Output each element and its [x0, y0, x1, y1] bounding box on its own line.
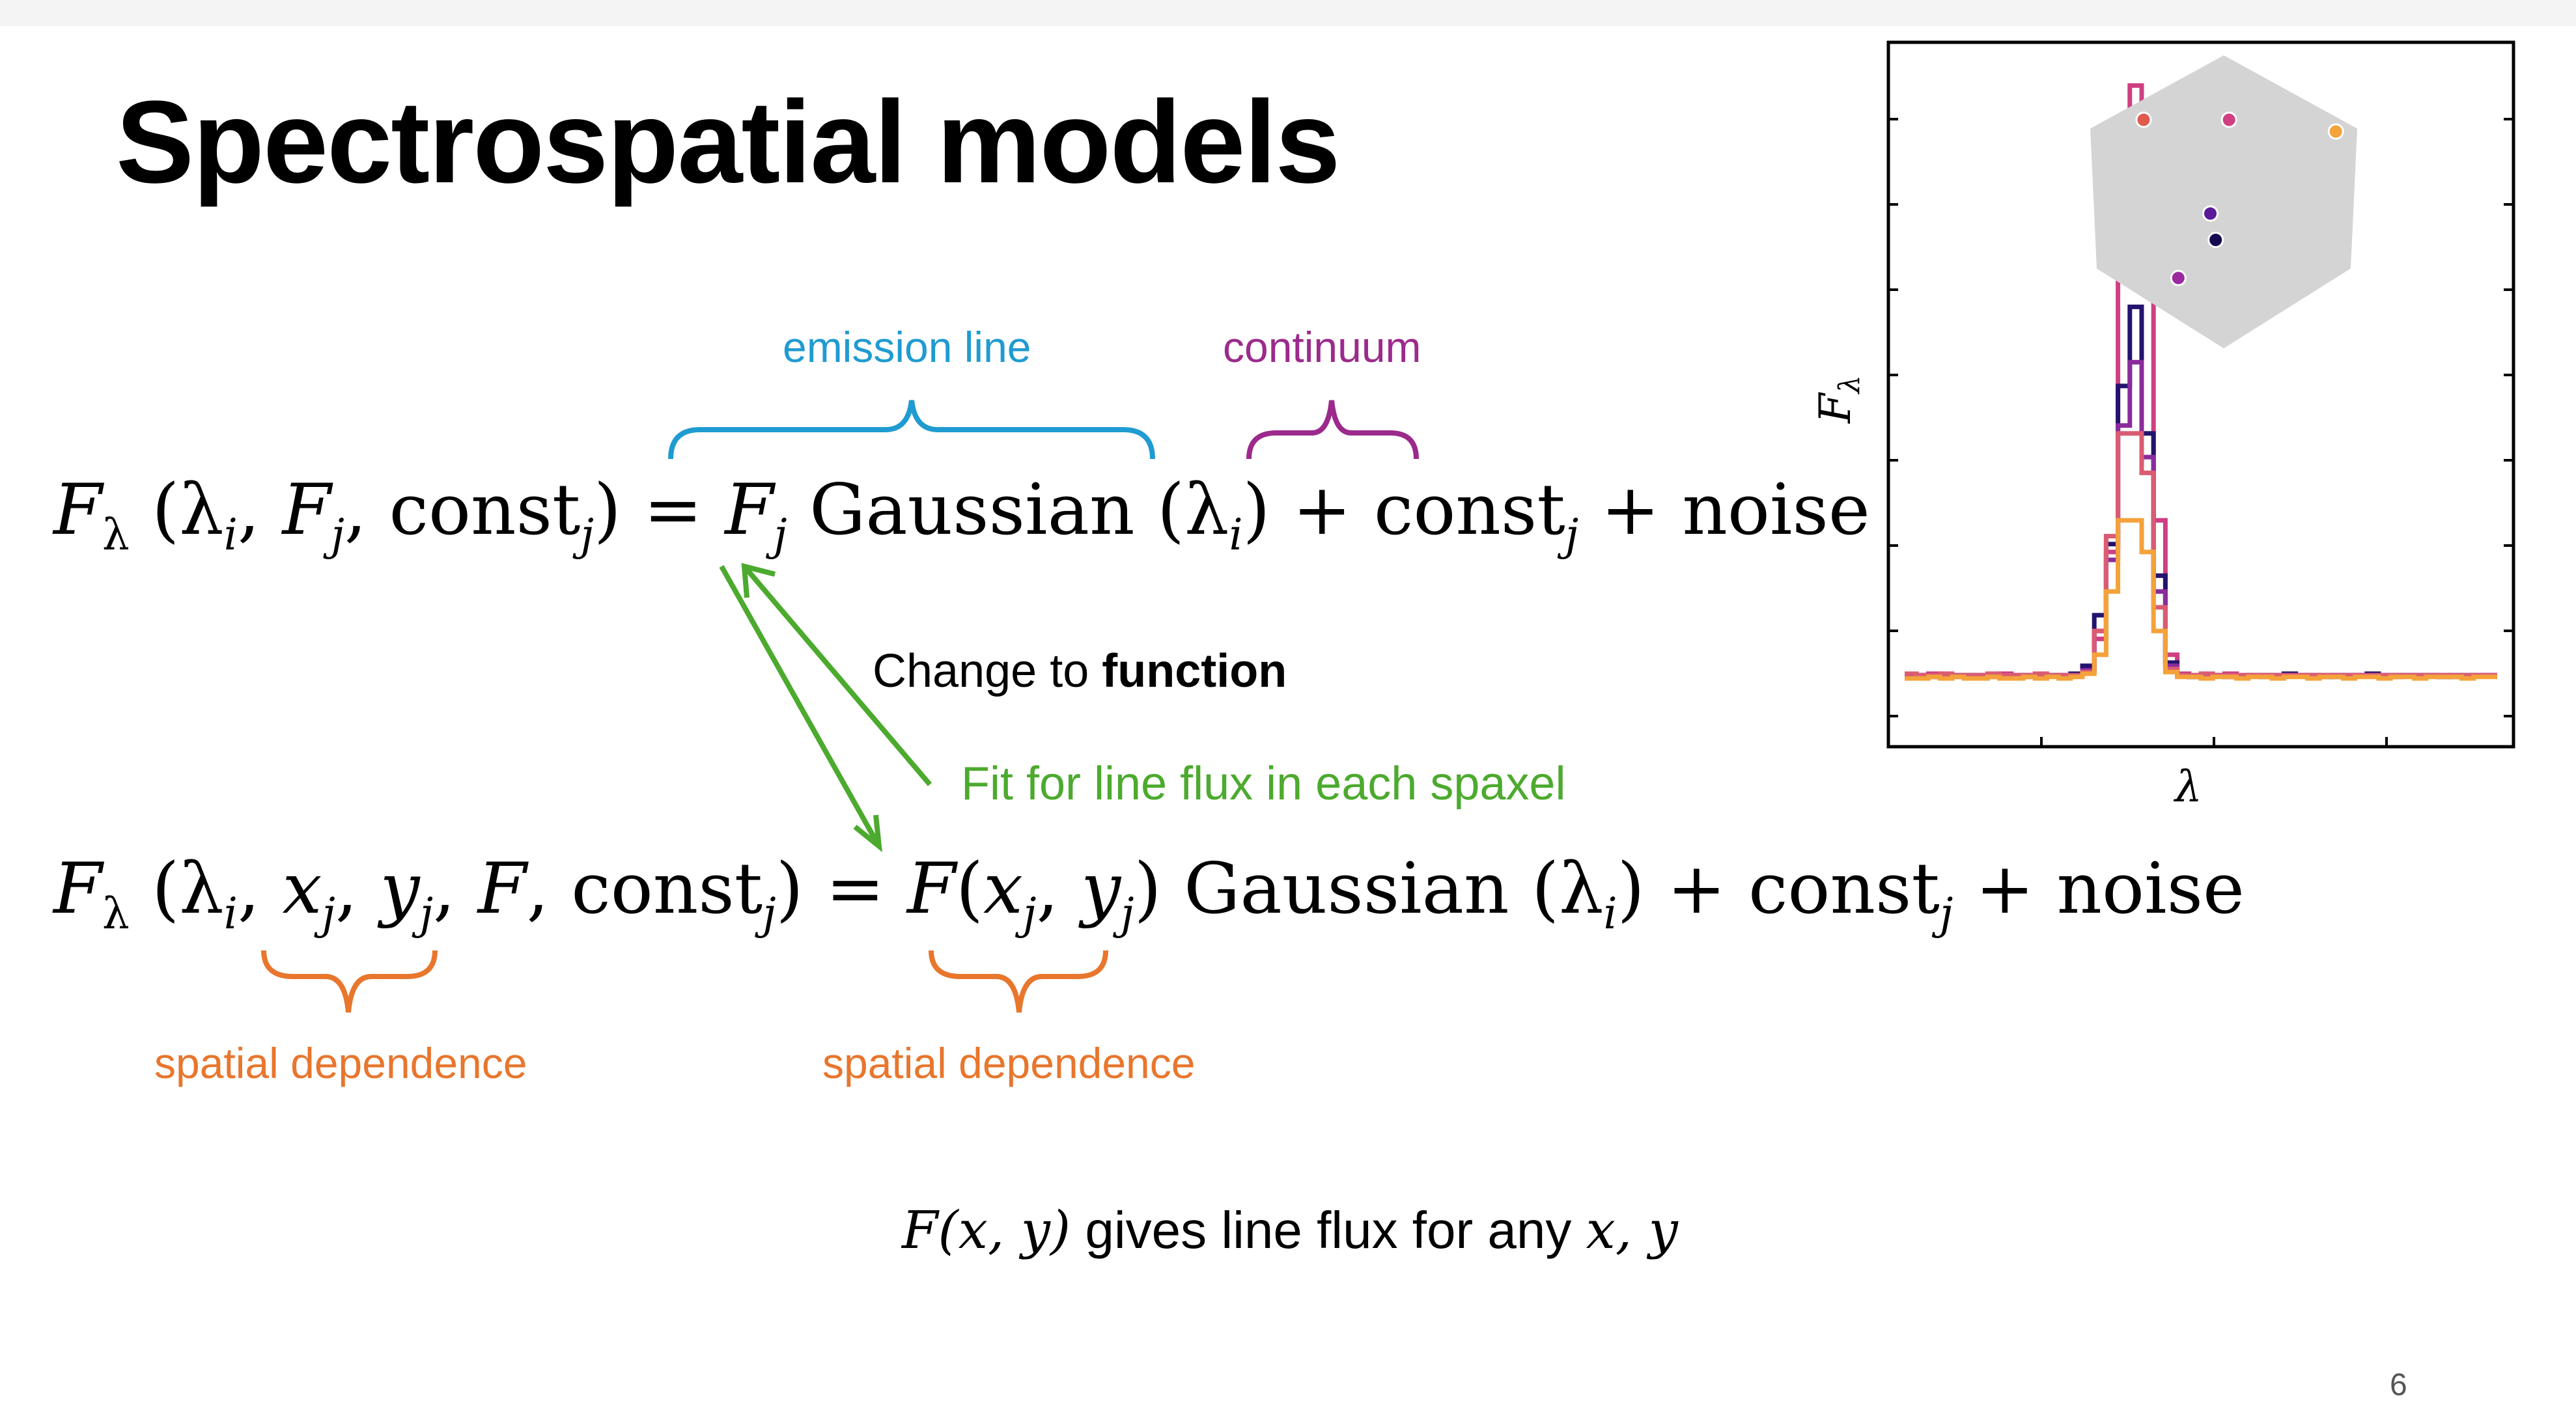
spatial-dependence-brace-1	[261, 950, 438, 1013]
fit-line-flux-label: Fit for line flux in each spaxel	[961, 758, 1566, 810]
page-number: 6	[2390, 1368, 2407, 1402]
slide-title: Spectrospatial models	[116, 77, 1341, 208]
emission-line-label: emission line	[783, 323, 1031, 371]
equation-discrete: Fλ (λi, Fj, constj) = Fj Gaussian (λi) +…	[53, 469, 1870, 560]
spectrum-series	[1905, 518, 2497, 681]
field-of-view-hexagon	[2090, 55, 2357, 348]
chart-y-axis-label: Fλ	[1810, 375, 1867, 423]
spectrum-series	[1905, 359, 2497, 680]
fit-flux-arrow	[742, 564, 932, 786]
inset-point	[2170, 270, 2187, 286]
inset-point	[2202, 205, 2219, 222]
continuum-label: continuum	[1223, 323, 1421, 371]
chart-series	[1905, 83, 2497, 681]
inset-point	[2135, 111, 2152, 128]
spectrum-series	[1905, 304, 2497, 680]
chart-frame	[1886, 40, 2515, 749]
inset-points	[2135, 111, 2344, 286]
change-to-function-label: Change to function	[873, 645, 1287, 697]
inset-point	[2220, 111, 2237, 128]
spectrum-series	[1905, 431, 2497, 678]
top-bar	[0, 0, 2576, 26]
inset-point	[2207, 232, 2224, 248]
spatial-dependence-brace-2	[929, 950, 1108, 1013]
equation-continuous: Fλ (λi, xj, yj, F, constj) = F(xj, yj) G…	[53, 848, 2245, 939]
footnote: F(x, y) gives line flux for any x, y	[902, 1200, 1678, 1260]
chart-ticks	[1888, 118, 2513, 747]
emission-line-brace	[668, 400, 1155, 460]
chart-x-axis-label: λ	[2175, 762, 2202, 812]
inset-point	[2327, 123, 2344, 140]
spatial-dependence-label-1: spatial dependence	[154, 1039, 527, 1087]
change-function-arrow	[719, 565, 882, 848]
spatial-dependence-label-2: spatial dependence	[822, 1039, 1196, 1087]
continuum-brace	[1246, 400, 1419, 460]
